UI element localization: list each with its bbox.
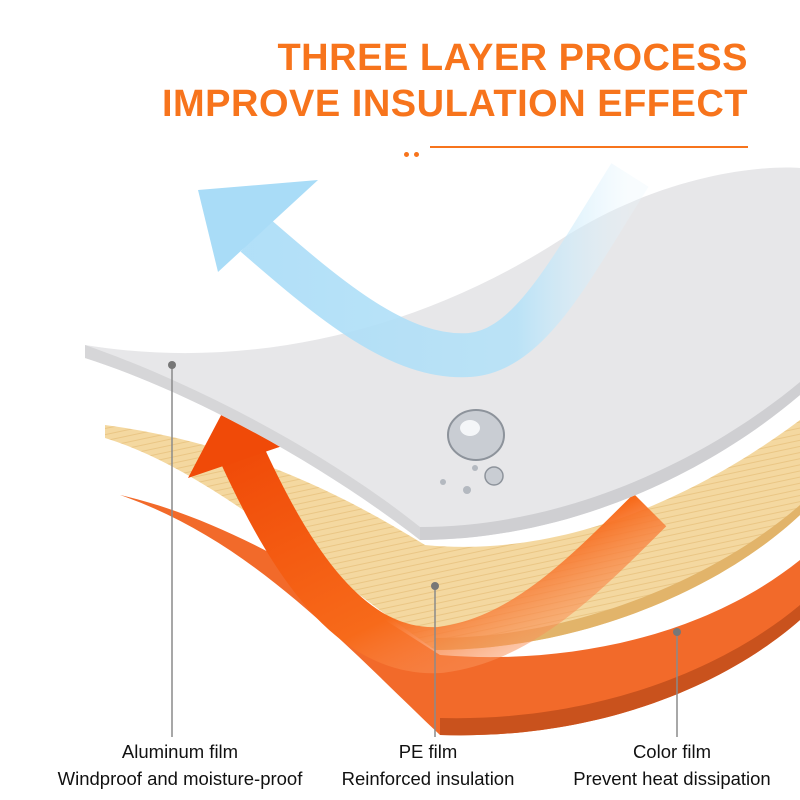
- layer-description: Prevent heat dissipation: [573, 768, 771, 789]
- color-film-label: Color film Prevent heat dissipation: [573, 738, 770, 792]
- layer-name: PE film: [398, 741, 458, 762]
- color-film-layer: [120, 495, 800, 736]
- cold-air-arrow: [198, 163, 649, 378]
- layer-description: Reinforced insulation: [341, 768, 515, 789]
- pointer-dots: [168, 361, 681, 636]
- heading-divider: [430, 146, 748, 148]
- label-pointers: [171, 365, 678, 737]
- heat-arrow: [188, 402, 667, 674]
- layer-description: Windproof and moisture-proof: [57, 768, 303, 789]
- pe-film-layer: [105, 420, 800, 650]
- heading-line-1: THREE LAYER PROCESS: [277, 37, 748, 79]
- layer-name: Aluminum film: [121, 741, 239, 762]
- heading-line-2: IMPROVE INSULATION EFFECT: [161, 83, 748, 125]
- aluminum-film-label: Aluminum film Windproof and moisture-pro…: [58, 738, 303, 792]
- water-droplet-icon: [440, 409, 505, 494]
- decorative-dots: [404, 144, 424, 162]
- pe-film-label: PE film Reinforced insulation: [342, 738, 515, 792]
- layer-name: Color film: [632, 741, 712, 762]
